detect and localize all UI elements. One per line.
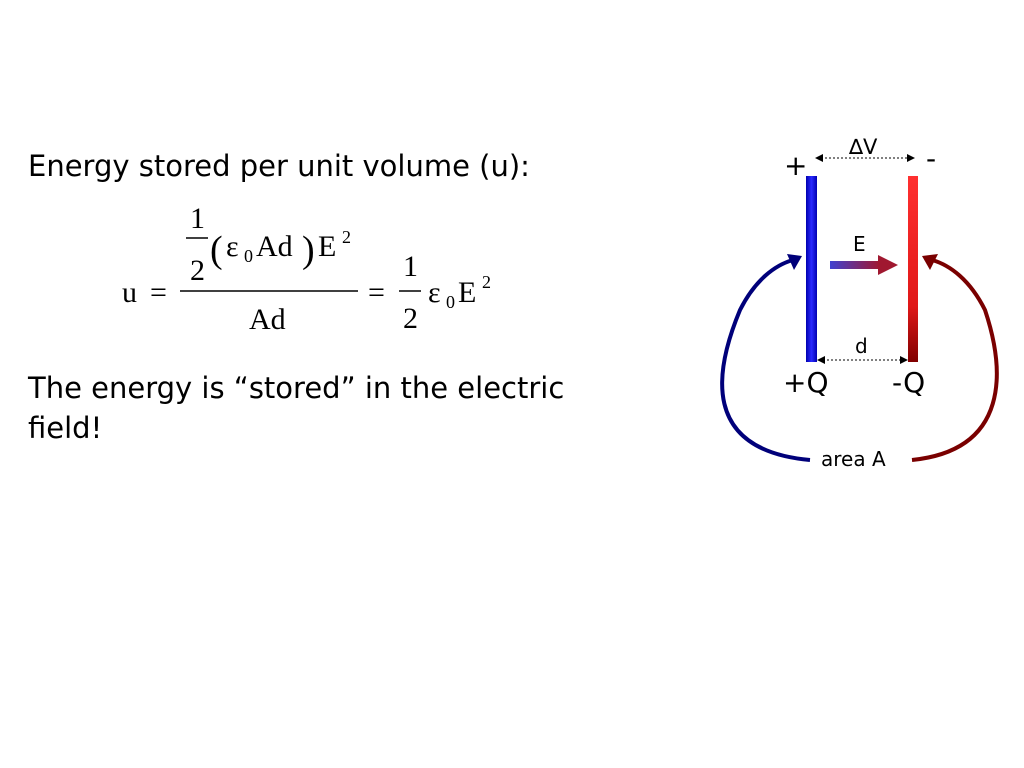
eq-rhs-coeff-denominator: 2 — [403, 302, 418, 335]
positive-area-arrow — [720, 258, 811, 462]
potential-difference-label: ∆V — [848, 135, 878, 159]
eq-rhs-epsilon: ε — [428, 276, 441, 309]
field-arrow-head — [878, 255, 898, 275]
slide-statement: The energy is “stored” in the electric f… — [28, 371, 565, 445]
eq-equals-1: = — [150, 276, 167, 309]
eq-denominator: Ad — [249, 303, 286, 336]
positive-plate — [806, 176, 817, 362]
eq-area-distance: Ad — [256, 230, 293, 263]
negative-area-arrow — [911, 258, 999, 462]
positive-area-arrow-head — [787, 254, 802, 270]
field-arrow-shaft — [830, 261, 880, 269]
eq-exponent: 2 — [342, 227, 351, 247]
eq-num-coeff-numerator: 1 — [190, 202, 205, 235]
positive-charge-label: +Q — [783, 366, 829, 399]
plus-sign: + — [784, 149, 807, 182]
slide-heading: Energy stored per unit volume (u): — [28, 149, 530, 183]
distance-label: d — [855, 334, 868, 358]
eq-rhs-field-e: E — [458, 276, 476, 309]
eq-paren-close: ) — [302, 229, 315, 271]
eq-rhs-subscript-zero: 0 — [446, 292, 455, 312]
eq-lhs-u: u — [122, 276, 137, 309]
eq-paren-open: ( — [210, 229, 223, 271]
eq-epsilon: ε — [226, 230, 239, 263]
eq-num-coeff-denominator: 2 — [190, 254, 205, 287]
eq-field-e: E — [318, 230, 336, 263]
eq-equals-2: = — [368, 276, 385, 309]
area-label: area A — [821, 447, 886, 471]
negative-area-arrow-head — [922, 254, 938, 270]
minus-sign: - — [926, 142, 936, 175]
eq-rhs-coeff-numerator: 1 — [403, 250, 418, 283]
eq-rhs-exponent: 2 — [482, 272, 491, 292]
negative-plate — [908, 176, 918, 362]
eq-subscript-zero: 0 — [244, 246, 253, 266]
negative-charge-label: -Q — [892, 366, 925, 399]
field-label: E — [853, 232, 866, 256]
